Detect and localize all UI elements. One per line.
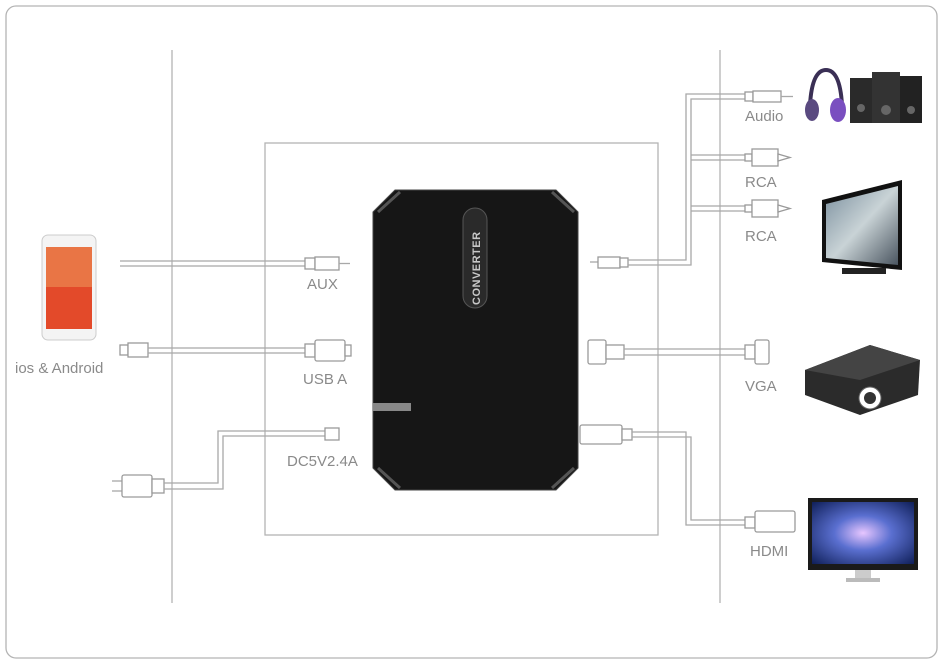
smartphone-icon — [41, 234, 97, 341]
device-name: CONVERTER — [471, 231, 483, 305]
vga-cable — [587, 339, 770, 365]
vga-label: VGA — [745, 378, 777, 395]
hdmi-cable — [579, 424, 796, 533]
hdmi-label: HDMI — [750, 543, 788, 560]
converter-device: CONVERTER — [372, 189, 579, 491]
power-cable — [112, 427, 340, 498]
projector-icon — [805, 345, 920, 415]
audio-label: Audio — [745, 108, 783, 125]
speakers-icon — [850, 72, 922, 123]
device-area-frame — [264, 142, 659, 536]
rca1-label: RCA — [745, 174, 777, 191]
audio-output-cable — [590, 90, 793, 269]
tv-icon — [822, 180, 902, 274]
source-label: ios & Android — [15, 360, 103, 377]
aux-label: AUX — [307, 276, 338, 293]
status-led-strip — [373, 403, 411, 411]
usb-cable — [119, 339, 352, 362]
usb-label: USB A — [303, 371, 347, 388]
aux-cable — [120, 256, 350, 271]
outer-frame — [5, 5, 938, 659]
power-label: DC5V2.4A — [287, 453, 358, 470]
monitor-icon — [808, 498, 918, 582]
rca2-label: RCA — [745, 228, 777, 245]
headphones-icon — [805, 67, 846, 122]
